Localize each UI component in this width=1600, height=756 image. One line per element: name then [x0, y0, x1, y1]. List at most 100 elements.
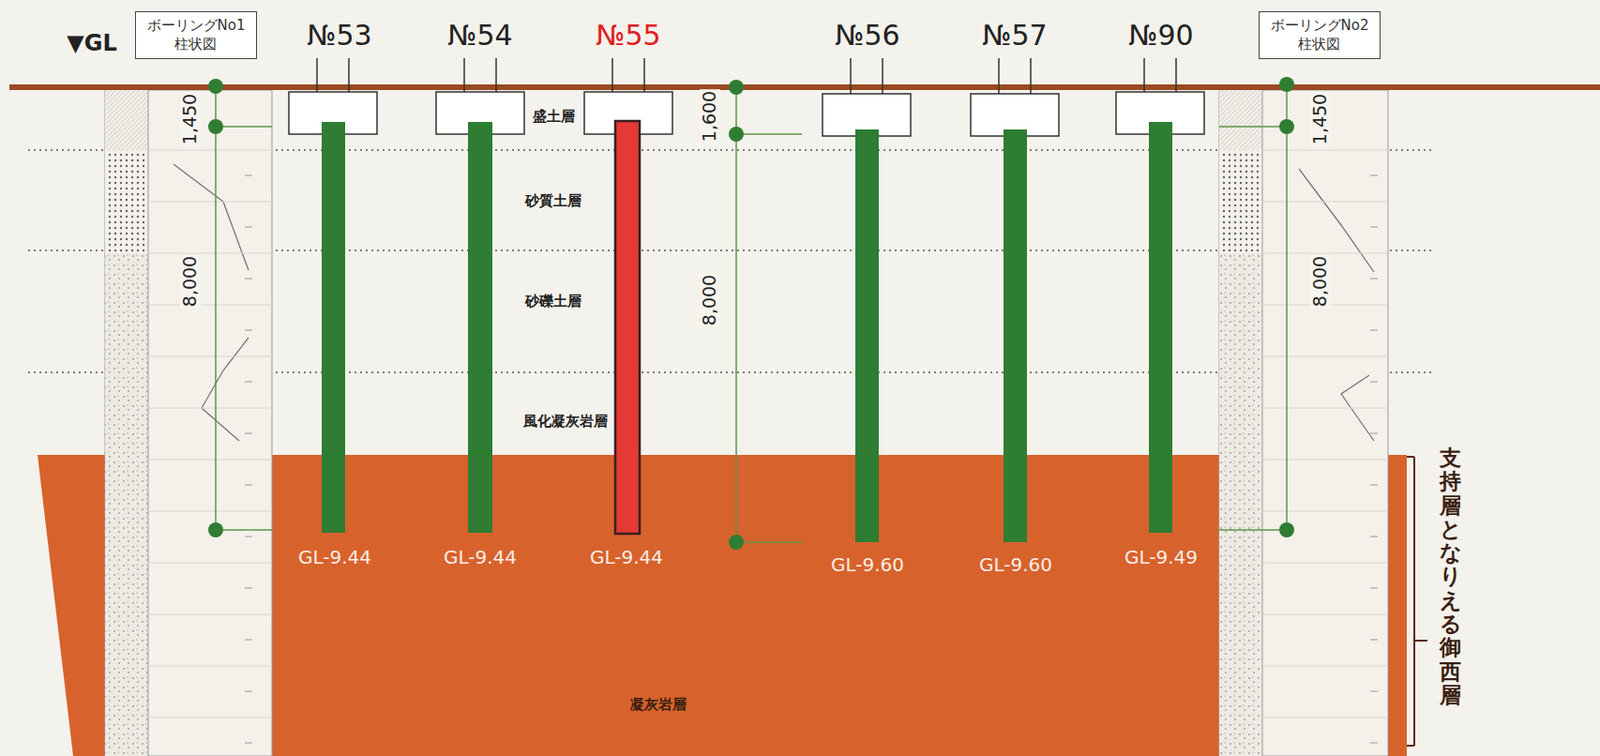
- pile-tip-level: GL-9.44: [443, 546, 517, 569]
- boring-column: [244, 226, 253, 228]
- pile-number: №57: [981, 19, 1047, 53]
- pile-neck: [495, 58, 498, 92]
- boring-column: [148, 150, 272, 151]
- bracket: [1413, 456, 1416, 746]
- box-text: ボーリングNo2 柱状図: [1270, 16, 1370, 54]
- dimension-dot: [1279, 119, 1295, 135]
- ground-level-mark: ▼GL: [66, 30, 117, 58]
- boring-column: [105, 90, 149, 151]
- pile-neck: [997, 58, 1000, 94]
- pile-neck: [611, 58, 614, 92]
- boring-column: [244, 742, 253, 744]
- highlighted-pile: [615, 120, 640, 534]
- boring-column: [1370, 330, 1378, 332]
- boring-column: [1370, 226, 1378, 228]
- boring-column: [1262, 717, 1389, 719]
- pile-tip-level: GL-9.44: [589, 546, 664, 569]
- pile: [855, 129, 879, 543]
- dimension-line: [215, 84, 1287, 543]
- boring-column: [1370, 175, 1378, 177]
- boring-column: [1262, 407, 1389, 409]
- boring-column: [148, 459, 272, 461]
- dimension-line: [214, 86, 217, 530]
- dimension-line: [215, 125, 272, 128]
- pile-tip-level: GL-9.60: [830, 554, 905, 576]
- boring-column: [148, 562, 272, 564]
- boring-column: [244, 433, 253, 435]
- boring-column: [1219, 90, 1389, 756]
- dimension: 8,000: [180, 254, 201, 309]
- pile-neck: [1143, 58, 1146, 92]
- dimension-line: [1285, 84, 1288, 530]
- layer-name: 風化凝灰岩層: [523, 413, 608, 430]
- dimension-dot: [728, 126, 744, 142]
- pile-number: №56: [834, 19, 900, 53]
- pile-neck: [463, 58, 466, 92]
- boring-column: [1262, 201, 1389, 203]
- boring-column: [148, 253, 272, 255]
- boring-column: [1219, 253, 1263, 756]
- boring-column: [1370, 278, 1378, 280]
- boring-column: [244, 175, 253, 177]
- pile-tip-level: GL-9.60: [979, 554, 1053, 576]
- pile-tip-level: GL-9.44: [298, 546, 372, 569]
- layer-name: 砂礫土層: [525, 293, 582, 310]
- bracket: [1406, 744, 1415, 747]
- dimension: 8,000: [699, 272, 721, 328]
- boring-column: [148, 90, 150, 756]
- boring-column: [148, 717, 272, 719]
- boring-column: [1219, 90, 1263, 151]
- layer-name: 凝灰岩層: [630, 696, 687, 713]
- pile-neck: [643, 58, 646, 92]
- pile: [467, 121, 493, 533]
- bracket: [1406, 455, 1415, 458]
- boring-column: [244, 484, 253, 486]
- boring-column: [1370, 588, 1378, 589]
- boring-column: [244, 639, 253, 641]
- dimension: 1,450: [180, 91, 201, 147]
- pile: [321, 121, 346, 533]
- boring-column: [1370, 484, 1378, 486]
- dimension-dot: [1279, 522, 1295, 538]
- pile-neck: [881, 58, 884, 94]
- boring-column: [1262, 90, 1264, 756]
- boring-column: [1370, 381, 1378, 383]
- pile-neck: [1175, 58, 1178, 92]
- dimension-dot: [208, 76, 1295, 550]
- bracket: [1414, 639, 1428, 642]
- dimension-line: [215, 528, 272, 531]
- dimension: 1,600: [699, 89, 721, 144]
- pile-neck: [316, 58, 318, 92]
- layer-name: 盛土層: [532, 108, 575, 125]
- boring-column: [148, 665, 272, 667]
- boring-column: [1262, 356, 1389, 358]
- dimension-dot: [728, 79, 744, 95]
- pile-neck: [1029, 58, 1032, 94]
- dimension-dot: [728, 534, 744, 550]
- bearing-layer-note: 支持層となりえる御西層: [1439, 446, 1462, 708]
- boring-column: [1262, 614, 1389, 616]
- pile-neck: [849, 58, 852, 94]
- boring-column: [148, 614, 272, 616]
- dimension-dot: [208, 78, 224, 94]
- pile-tip-level: GL-9.49: [1124, 546, 1198, 569]
- pile: [321, 121, 1173, 543]
- boring-column: [244, 330, 253, 332]
- dimension-dot: [208, 522, 224, 538]
- pile-neck: [316, 58, 1177, 94]
- boring-column: [1262, 150, 1389, 151]
- boring-column: [148, 511, 272, 513]
- pile-number: №90: [1128, 19, 1193, 53]
- boring-column: [1219, 150, 1263, 254]
- boring-column: [148, 407, 272, 409]
- boring-column: [244, 278, 253, 280]
- boring-column: [201, 337, 249, 441]
- pile-neck: [347, 58, 350, 92]
- boring-column: [1370, 639, 1378, 641]
- dimension-dot: [1279, 76, 1295, 92]
- boring-column: [105, 90, 1389, 756]
